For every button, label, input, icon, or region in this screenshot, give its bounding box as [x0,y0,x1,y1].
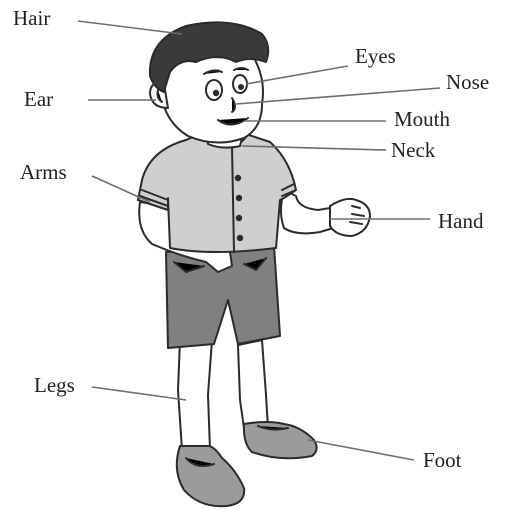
label-foot: Foot [423,450,462,471]
leader-legs [92,387,186,400]
label-mouth: Mouth [394,109,450,130]
label-ear: Ear [24,89,53,110]
label-eyes: Eyes [355,46,396,67]
leader-nose [236,88,440,104]
label-arms: Arms [20,162,67,183]
label-nose: Nose [446,72,489,93]
leader-eyes [246,66,348,84]
leader-neck [242,146,386,150]
leader-foot [308,440,414,460]
label-neck: Neck [391,140,435,161]
leader-arms [92,176,150,202]
label-legs: Legs [34,375,75,396]
leader-hair [78,21,182,34]
label-hand: Hand [438,211,484,232]
label-hair: Hair [13,8,50,29]
